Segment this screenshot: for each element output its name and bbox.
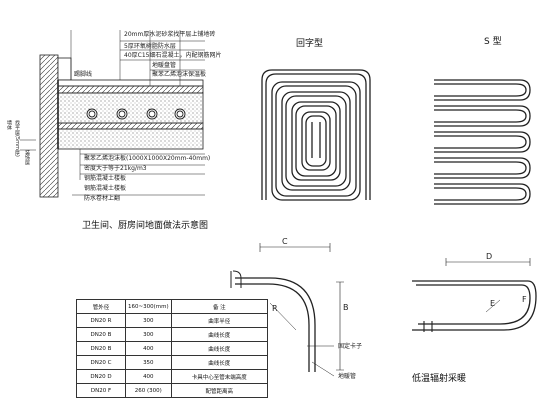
table-cell: 260 (300) [125,383,172,398]
table-cell: 曲率半径 [170,313,269,328]
table-cell: 350 [125,355,172,370]
table-cell: DN20 D [76,369,126,384]
table-cell: DN20 C [76,355,126,370]
dim-e-label: E [490,299,496,308]
table-cell: 配管距离高 [170,383,269,398]
radius-r-label: R [272,304,278,313]
dim-c-label: C [282,237,288,246]
table-cell: 卡具中心至管末端高度 [170,369,269,384]
table-cell: 曲线长度 [170,355,269,370]
header-cell: 160~300(mm) [125,299,172,314]
header-cell: 备 注 [170,299,269,314]
layer-label-2: 5厚环氧树脂防水层 [124,43,176,50]
layer-label-1: 20mm厚水泥砂浆找平层上铺地砖 [124,31,216,38]
floor-section-caption: 卫生间、厨房间地面做法示意图 [82,221,209,231]
table-row: DN20 F 260 (300) 配管距离高 [76,383,269,398]
table-row: DN20 B 300 曲线长度 [76,327,269,342]
huizi-title: 回字型 [296,39,324,49]
layer-label-7: 防水卷材上翻 [84,195,121,202]
table-cell: 400 [125,369,172,384]
wall-label-screed: 找平层(5mm厚) [14,120,20,157]
table-cell: 300 [125,327,172,342]
dim-f-label: F [522,295,527,304]
s-type-serpentine-pattern [434,79,531,205]
table-cell: DN20 B [76,341,126,356]
bend2-caption: 低温辐射采暖 [412,374,467,384]
table-row: DN20 D 400 卡具中心至管末端高度 [76,369,269,384]
note-slab: 钢筋混凝土楼板 [84,175,127,182]
wall-label-wall: 墙体 [6,120,12,130]
table-cell: DN20 F [76,383,126,398]
table-cell: 400 [125,341,172,356]
table-row: DN20 B 400 曲线长度 [76,341,269,356]
table-row: DN20 R 300 曲率半径 [76,313,269,328]
table-cell: DN20 R [76,313,126,328]
wall-section [39,54,59,198]
skirting [57,57,72,81]
floor-heating-pipes [86,108,186,120]
layer-label-6: 钢筋混凝土楼板 [84,185,127,192]
side-label: 装饰层 [24,150,30,165]
dim-b-label: B [343,303,349,312]
table-row: DN20 C 350 曲线长度 [76,355,269,370]
note-foam-board: 聚苯乙烯泡沫板(1000X1000X20mm-40mm) [84,155,211,162]
clip-label: 固定卡子 [338,343,363,350]
table-header-row: 管外径 160~300(mm) 备 注 [76,299,269,314]
layer-label-5: 聚苯乙烯泡沫保温板 [152,71,207,78]
floor-section-drawing [20,30,205,198]
header-cell: 管外径 [76,299,126,314]
pipe-spec-table: 管外径 160~300(mm) 备 注 DN20 R 300 曲率半径 DN20… [76,299,269,398]
layer-label-4: 地暖盘管 [152,62,177,69]
pipe-label: 地暖管 [338,373,357,380]
pipe-bend-detail-1 [230,243,344,377]
note-density: 密度大于等于21kg/m3 [84,165,147,172]
table-cell: 曲线长度 [170,341,269,356]
table-cell: DN20 B [76,327,126,342]
table-cell: 曲线长度 [170,327,269,342]
table-cell: 300 [125,313,172,328]
dim-d-label: D [486,252,493,261]
s-type-title: S 型 [484,37,502,47]
layer-label-3: 40厚C15细石混凝土，内配钢筋网片 [124,52,222,59]
huizi-coil-pattern [261,69,371,201]
pipe-bend-detail-2 [412,258,537,332]
wall-label-skirting: 踢脚线 [74,71,93,78]
